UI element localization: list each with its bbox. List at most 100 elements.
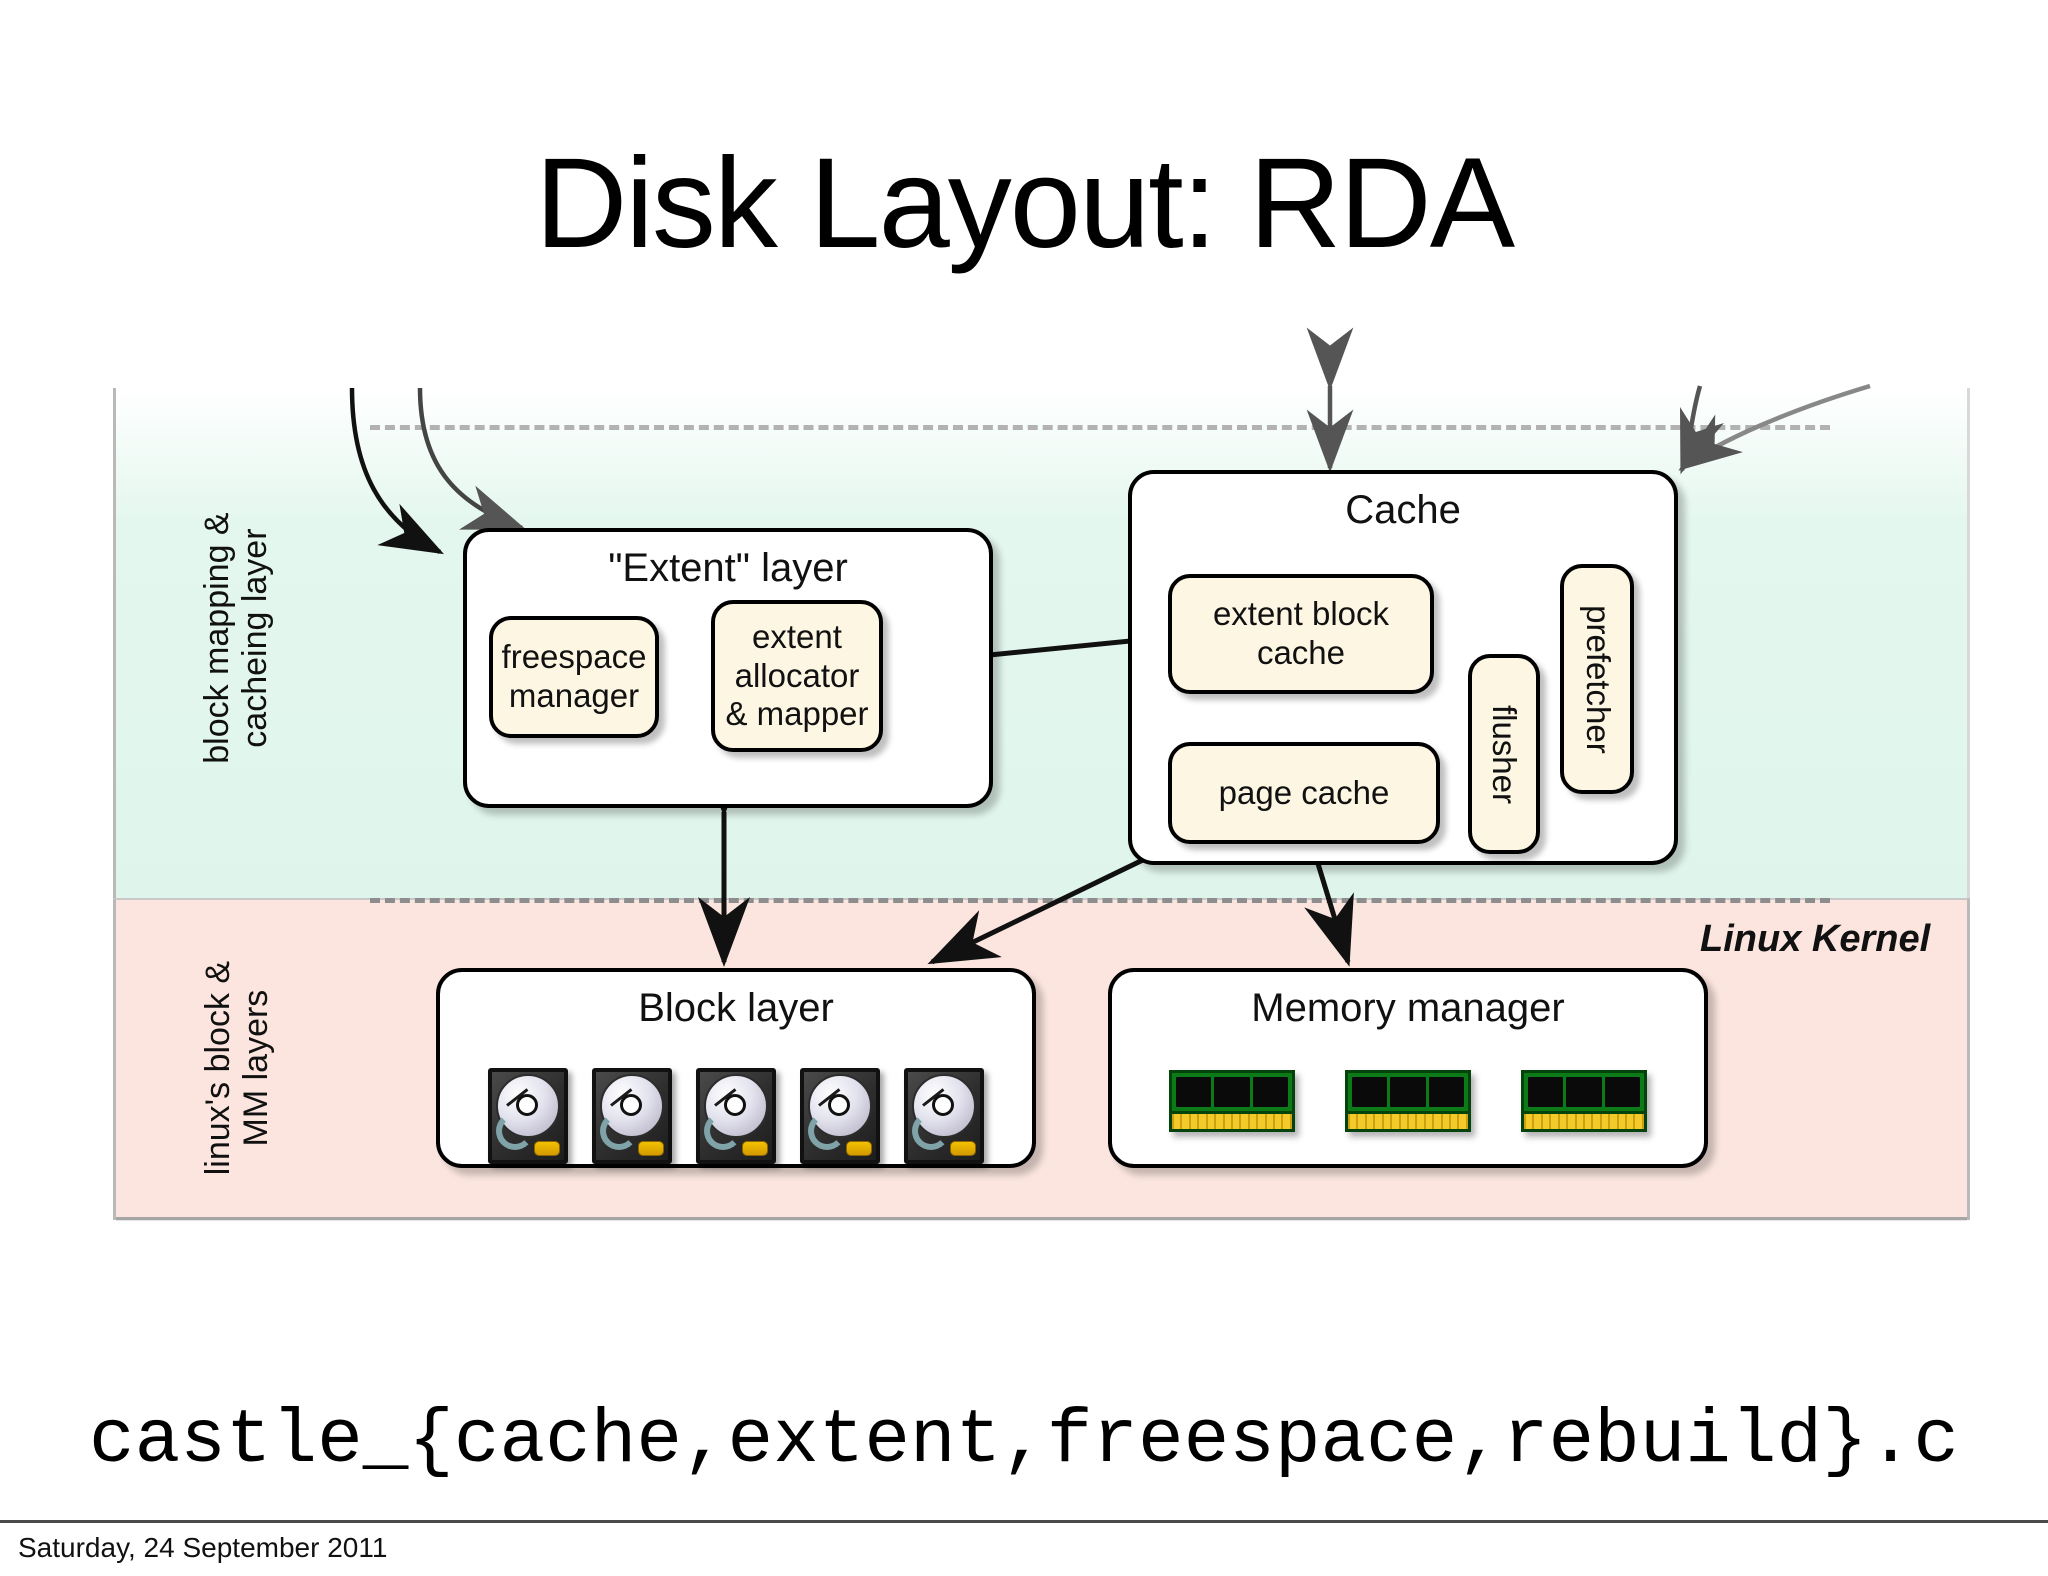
- dimm-pin: [1534, 1114, 1541, 1129]
- dimm-pcb: [1169, 1070, 1295, 1114]
- dimm-pin: [1366, 1114, 1374, 1129]
- dimm-pin: [1232, 1114, 1240, 1129]
- disk-led: [846, 1141, 872, 1156]
- disk-hub: [724, 1094, 746, 1116]
- disk-arm: [704, 1112, 742, 1150]
- dimm-pin: [1207, 1114, 1215, 1129]
- disk-led: [638, 1141, 664, 1156]
- disk-arm: [496, 1112, 534, 1150]
- page-cache-box[interactable]: page cache: [1168, 742, 1440, 844]
- hard-disk-icon: [696, 1068, 776, 1164]
- prefetcher-box[interactable]: prefetcher: [1560, 564, 1634, 794]
- dimm-pin: [1392, 1114, 1399, 1129]
- dimm-pin: [1542, 1114, 1550, 1129]
- dimm-pin-row: [1345, 1114, 1471, 1132]
- dimm-pin: [1526, 1114, 1533, 1129]
- dimm-pin: [1258, 1114, 1265, 1129]
- dimm-pin: [1190, 1114, 1198, 1129]
- dimm-pin: [1584, 1114, 1592, 1129]
- dimm-pin: [1434, 1114, 1441, 1129]
- memory-dimm-icon: [1521, 1070, 1647, 1132]
- flusher-box[interactable]: flusher: [1468, 654, 1540, 854]
- dimm-chip: [1352, 1077, 1388, 1107]
- disk-arm: [912, 1112, 950, 1150]
- band-label-linux-layers: linux's block & MM layers: [198, 960, 275, 1176]
- disk-hub: [932, 1094, 954, 1116]
- dimm-pcb: [1345, 1070, 1471, 1114]
- hard-disk-icon: [592, 1068, 672, 1164]
- dimm-icon-row: [1112, 1070, 1704, 1132]
- band-block-mapping-layer: block mapping & cacheing layer: [113, 388, 1970, 898]
- dimm-pin: [1551, 1114, 1558, 1129]
- dimm-pin: [1224, 1114, 1231, 1129]
- flusher-label: flusher: [1486, 704, 1524, 804]
- hard-disk-icon: [488, 1068, 568, 1164]
- freespace-manager-box[interactable]: freespace manager: [489, 616, 659, 738]
- dimm-pin: [1425, 1114, 1433, 1129]
- dimm-pin: [1182, 1114, 1189, 1129]
- dimm-chip: [1428, 1077, 1464, 1107]
- dimm-pin: [1199, 1114, 1206, 1129]
- disk-hub: [516, 1094, 538, 1116]
- dimm-pin: [1442, 1114, 1450, 1129]
- page-title: Disk Layout: RDA: [534, 132, 1515, 275]
- dimm-pcb: [1521, 1070, 1647, 1114]
- disk-hub: [828, 1094, 850, 1116]
- dimm-pin: [1417, 1114, 1424, 1129]
- dimm-pin: [1451, 1114, 1458, 1129]
- linux-kernel-label: Linux Kernel: [1700, 918, 1931, 960]
- dimm-pin: [1601, 1114, 1609, 1129]
- extent-layer-title: "Extent" layer: [608, 546, 848, 590]
- dimm-pin: [1610, 1114, 1617, 1129]
- dimm-pin: [1358, 1114, 1365, 1129]
- band-label-block-mapping: block mapping & cacheing layer: [197, 512, 274, 764]
- block-layer-box[interactable]: Block layer: [436, 968, 1036, 1168]
- dimm-pin: [1635, 1114, 1642, 1129]
- prefetcher-label: prefetcher: [1579, 604, 1617, 754]
- extent-layer-box[interactable]: "Extent" layer freespace manager extent …: [463, 528, 993, 808]
- dimm-pin-row: [1521, 1114, 1647, 1132]
- dimm-pin: [1350, 1114, 1357, 1129]
- dimm-pin: [1174, 1114, 1181, 1129]
- dimm-pin: [1283, 1114, 1290, 1129]
- dimm-pin: [1249, 1114, 1257, 1129]
- dashed-divider-middle: [370, 898, 1830, 903]
- dimm-pin: [1400, 1114, 1407, 1129]
- dashed-divider-top: [370, 425, 1830, 430]
- disk-arm: [808, 1112, 846, 1150]
- dimm-pin: [1568, 1114, 1575, 1129]
- dimm-pin: [1241, 1114, 1248, 1129]
- memory-manager-box[interactable]: Memory manager: [1108, 968, 1708, 1168]
- dimm-chip: [1566, 1077, 1602, 1107]
- cache-title: Cache: [1345, 488, 1461, 532]
- dimm-pin: [1383, 1114, 1391, 1129]
- block-layer-title: Block layer: [638, 986, 834, 1030]
- disk-led: [534, 1141, 560, 1156]
- extent-allocator-box[interactable]: extent allocator & mapper: [711, 600, 883, 752]
- cache-box[interactable]: Cache extent block cache page cache flus…: [1128, 470, 1678, 865]
- dimm-pin: [1627, 1114, 1634, 1129]
- dimm-pin: [1375, 1114, 1382, 1129]
- disk-hub: [620, 1094, 642, 1116]
- dimm-chip: [1604, 1077, 1640, 1107]
- footer-date: Saturday, 24 September 2011: [18, 1532, 388, 1563]
- dimm-pin: [1275, 1114, 1282, 1129]
- extent-block-cache-box[interactable]: extent block cache: [1168, 574, 1434, 694]
- dimm-pin: [1216, 1114, 1223, 1129]
- disk-led: [742, 1141, 768, 1156]
- dimm-pin: [1408, 1114, 1416, 1129]
- dimm-pin-row: [1169, 1114, 1295, 1132]
- dimm-pin: [1459, 1114, 1466, 1129]
- dimm-chip: [1252, 1077, 1288, 1107]
- dimm-chip: [1390, 1077, 1426, 1107]
- dimm-pin: [1266, 1114, 1274, 1129]
- memory-manager-title: Memory manager: [1251, 986, 1565, 1030]
- dimm-chip: [1176, 1077, 1212, 1107]
- dimm-chip: [1214, 1077, 1250, 1107]
- dimm-pin: [1576, 1114, 1583, 1129]
- disk-led: [950, 1141, 976, 1156]
- dimm-pin: [1593, 1114, 1600, 1129]
- dimm-chip: [1528, 1077, 1564, 1107]
- dimm-pin: [1618, 1114, 1626, 1129]
